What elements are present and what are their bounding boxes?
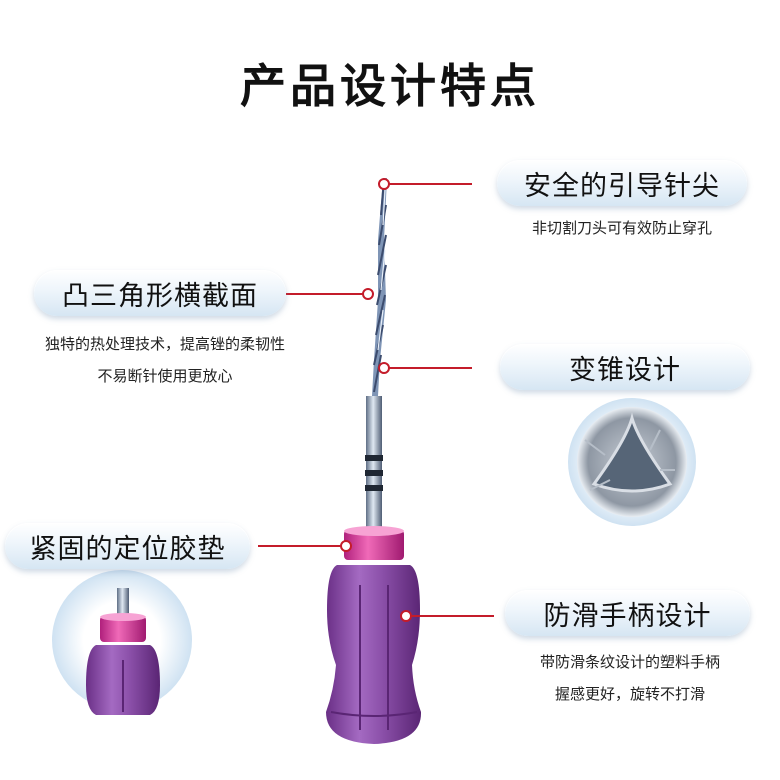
- leader-dot-tip: [378, 178, 390, 190]
- file-handle: [326, 565, 422, 744]
- feature-tip-label: 安全的引导针尖: [497, 160, 747, 206]
- feature-cross-section-desc-line-2: 不易断针使用更放心: [97, 367, 233, 385]
- feature-handle-desc: 带防滑条纹设计的塑料手柄 握感更好，旋转不打滑: [480, 646, 780, 710]
- leader-line-tip: [388, 183, 472, 185]
- leader-line-cross-section: [286, 293, 368, 295]
- feature-cross-section-desc-line-1: 独特的热处理技术，提高锉的柔韧性: [44, 335, 285, 353]
- leader-dot-handle: [400, 610, 412, 622]
- feature-cross-section-desc: 独特的热处理技术，提高锉的柔韧性 不易断针使用更放心: [0, 328, 330, 392]
- file-working-part: [372, 178, 387, 396]
- feature-handle-label: 防滑手柄设计: [505, 590, 750, 636]
- file-stopper: [344, 530, 404, 560]
- leader-dot-stopper: [340, 540, 352, 552]
- feature-tip-desc: 非切割刀头可有效防止穿孔: [531, 219, 712, 237]
- leader-line-handle: [410, 615, 494, 617]
- feature-taper-label: 变锥设计: [500, 344, 750, 390]
- feature-cross-section-label: 凸三角形横截面: [34, 270, 286, 316]
- leader-line-taper: [388, 367, 472, 369]
- leader-dot-cross-section: [362, 288, 374, 300]
- handle-zoom-circle: [52, 570, 192, 715]
- file-shaft: [366, 396, 382, 532]
- leader-line-stopper: [258, 545, 342, 547]
- feature-handle-desc-line-2: 握感更好，旋转不打滑: [554, 685, 705, 703]
- cross-section-circle: [568, 398, 696, 526]
- page-title: 产品设计特点: [240, 59, 540, 113]
- feature-stopper-label: 紧固的定位胶垫: [5, 523, 250, 569]
- feature-handle-desc-line-1: 带防滑条纹设计的塑料手柄: [539, 653, 720, 671]
- leader-dot-taper: [378, 362, 390, 374]
